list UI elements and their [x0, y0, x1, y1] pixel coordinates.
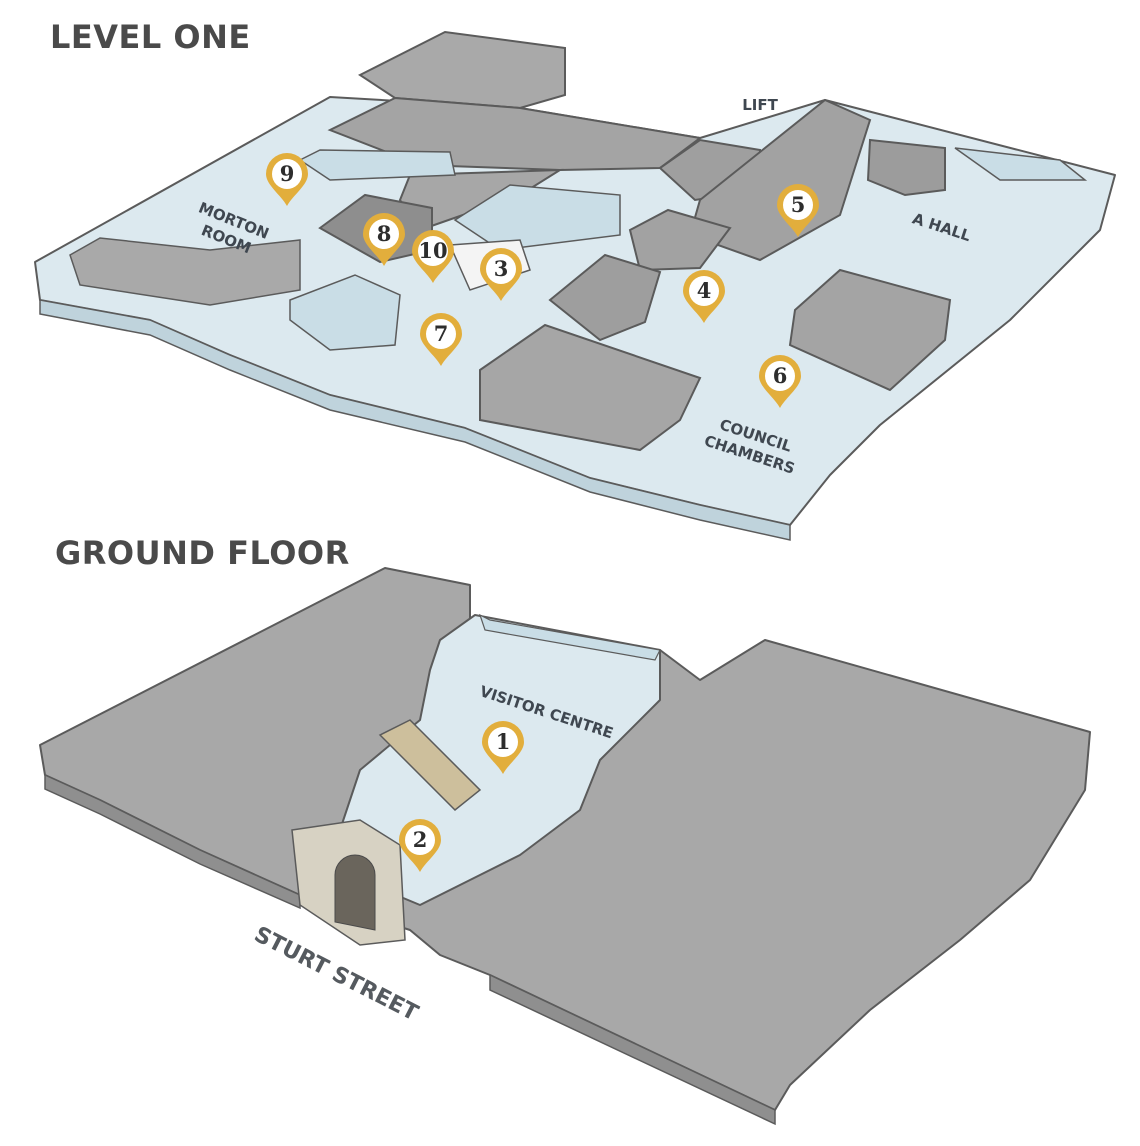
svg-text:10: 10 — [418, 238, 447, 263]
courtyard-void — [479, 323, 702, 452]
lift-label: LIFT — [742, 96, 778, 114]
a-hall-wall — [954, 147, 1088, 181]
pin-8[interactable]: 8 — [363, 213, 405, 266]
central-east-block — [628, 208, 732, 272]
grand-staircase — [378, 719, 482, 812]
central-block-b — [548, 253, 662, 342]
svg-text:9: 9 — [280, 161, 295, 186]
level-one-title: LEVEL ONE — [50, 18, 251, 56]
level-one-slab-edge — [39, 299, 791, 541]
svg-text:1: 1 — [496, 729, 511, 754]
svg-text:3: 3 — [494, 256, 509, 281]
visitor-centre-wall — [478, 613, 661, 661]
pin-1[interactable]: 1 — [482, 721, 524, 774]
pin-4[interactable]: 4 — [683, 270, 725, 323]
ground-floor-title: GROUND FLOOR — [55, 534, 350, 572]
pin-6[interactable]: 6 — [759, 355, 801, 408]
level-one-plan — [34, 30, 1116, 541]
landing-rooms — [289, 274, 401, 351]
svg-text:4: 4 — [697, 278, 712, 303]
ground-floor-plan — [39, 567, 1091, 1126]
rear-block — [358, 30, 566, 110]
east-small-room — [866, 138, 946, 197]
west-wall-block — [69, 237, 301, 306]
morton-wall — [298, 149, 456, 181]
svg-text:6: 6 — [773, 363, 788, 388]
svg-text:5: 5 — [791, 192, 806, 217]
svg-text:7: 7 — [434, 321, 449, 346]
svg-text:2: 2 — [413, 827, 428, 852]
svg-text:8: 8 — [377, 221, 392, 246]
pin-9[interactable]: 9 — [266, 153, 308, 206]
pin-10[interactable]: 10 — [412, 230, 454, 283]
pin-7[interactable]: 7 — [420, 313, 462, 366]
pin-2[interactable]: 2 — [399, 819, 441, 872]
pin-3[interactable]: 3 — [480, 248, 522, 301]
east-void — [788, 268, 952, 392]
ground-west-edge — [44, 773, 301, 910]
entrance-door — [334, 854, 376, 931]
pin-5[interactable]: 5 — [777, 184, 819, 237]
ground-east-edge — [489, 973, 776, 1126]
